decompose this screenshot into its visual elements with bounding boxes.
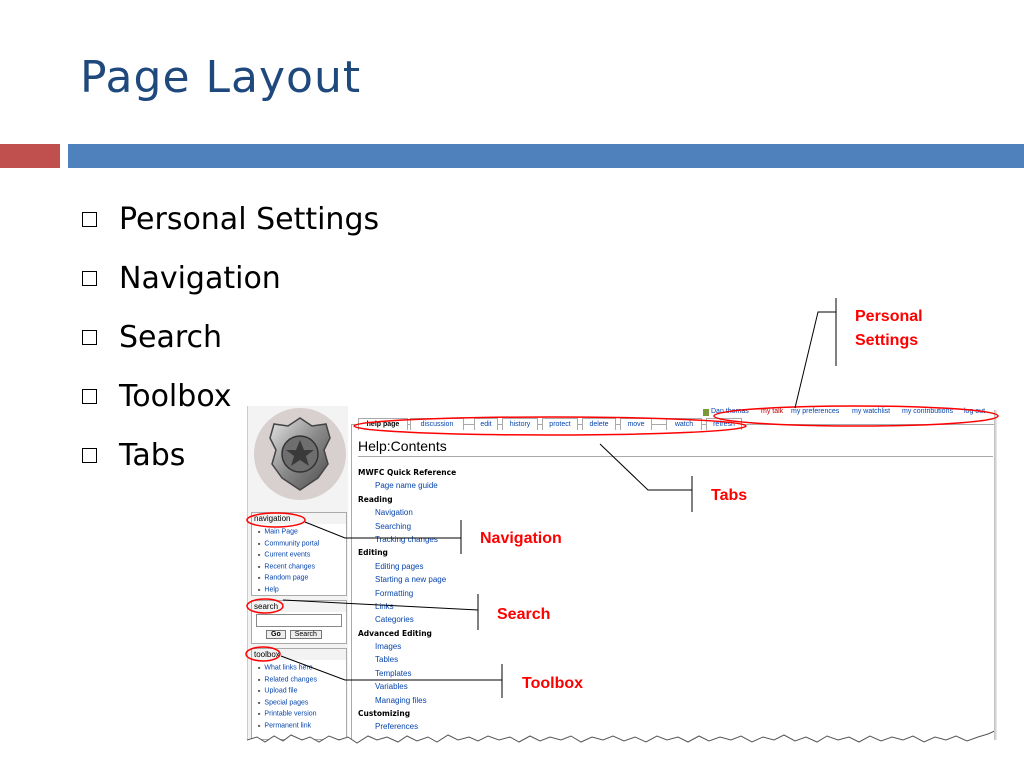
bullet-item: Tabs (82, 426, 379, 485)
personal-link-my-watchlist[interactable]: my watchlist (852, 408, 891, 415)
help-link[interactable]: Page name guide (375, 481, 438, 491)
search-highlight (246, 598, 284, 614)
police-badge-icon (269, 417, 331, 491)
annotation-search: Search (497, 606, 551, 623)
navigation-highlight (246, 512, 306, 528)
tab-watch[interactable]: watch (666, 418, 702, 430)
page-heading: Help:Contents (358, 438, 447, 454)
section-heading: MWFC Quick Reference (358, 468, 457, 477)
annotation-toolbox: Toolbox (522, 675, 584, 692)
personal-settings-highlight (713, 405, 999, 427)
toolbox-link-upload-file[interactable]: Upload file (258, 685, 344, 697)
square-bullet-icon (82, 389, 97, 404)
wiki-content (351, 424, 997, 746)
search-portlet: search Go Search (251, 600, 347, 644)
help-link[interactable]: Links (375, 601, 394, 611)
user-icon (703, 409, 709, 416)
toolbox-link-related-changes[interactable]: Related changes (258, 674, 344, 686)
bullet-list: Personal Settings Navigation Search Tool… (82, 190, 379, 485)
toolbox-link-permanent-link[interactable]: Permanent link (258, 720, 344, 732)
annotation-navigation: Navigation (480, 530, 562, 547)
square-bullet-icon (82, 271, 97, 286)
help-link[interactable]: Images (375, 642, 402, 652)
square-bullet-icon (82, 212, 97, 227)
square-bullet-icon (82, 448, 97, 463)
nav-link-help[interactable]: Help (258, 584, 344, 596)
bullet-text: Personal Settings (119, 201, 380, 237)
toolbox-highlight (245, 646, 281, 662)
personal-link-my-talk[interactable]: my talk (761, 408, 784, 415)
heading-divider (358, 456, 993, 457)
bullet-item: Navigation (82, 249, 379, 308)
nav-link-main-page[interactable]: Main Page (258, 526, 344, 538)
nav-link-community-portal[interactable]: Community portal (258, 538, 344, 550)
wiki-screenshot: navigation Main Page Community portal Cu… (247, 406, 998, 746)
bullet-item: Toolbox (82, 367, 379, 426)
help-link[interactable]: Navigation (375, 508, 413, 518)
help-link[interactable]: Tracking changes (375, 534, 438, 544)
bullet-item: Search (82, 308, 379, 367)
square-bullet-icon (82, 330, 97, 345)
section-heading: Advanced Editing (358, 628, 432, 638)
search-input[interactable] (256, 614, 342, 627)
help-link[interactable]: Managing files (375, 695, 427, 705)
help-link[interactable]: Starting a new page (375, 575, 447, 585)
go-button[interactable]: Go (266, 630, 286, 639)
torn-edge-graphic (247, 728, 999, 768)
tab-edit[interactable]: edit (474, 418, 498, 430)
bullet-text: Tabs (119, 437, 186, 473)
bullet-text: Toolbox (119, 378, 232, 414)
annotation-tabs: Tabs (711, 487, 748, 504)
personal-link-log-out[interactable]: log out (964, 408, 986, 415)
help-link[interactable]: Variables (375, 682, 408, 692)
toolbox-portlet: toolbox What links here Related changes … (251, 648, 347, 740)
search-header: search (252, 601, 346, 612)
section-heading: Customizing (358, 709, 411, 719)
slide-title: Page Layout (80, 52, 362, 103)
help-link[interactable]: Categories (375, 615, 414, 625)
wiki-logo[interactable] (254, 408, 346, 500)
navigation-header: navigation (252, 513, 346, 524)
help-link[interactable]: Editing pages (375, 561, 424, 571)
toolbox-header: toolbox (252, 649, 346, 660)
help-contents-list: MWFC Quick Reference Page name guide Rea… (358, 466, 456, 734)
toolbox-link-special-pages[interactable]: Special pages (258, 697, 344, 709)
help-link[interactable]: Preferences (375, 722, 419, 732)
annotation-personal-settings: Personal Settings (855, 305, 923, 353)
help-link[interactable]: Templates (375, 668, 412, 678)
tabs-highlight (353, 416, 747, 436)
bullet-text: Navigation (119, 260, 281, 296)
nav-link-recent-changes[interactable]: Recent changes (258, 561, 344, 573)
annotation-personal-settings-line1: Personal (855, 308, 923, 325)
personal-link-my-contributions[interactable]: my contributions (902, 408, 953, 415)
annotation-personal-settings-line2: Settings (855, 332, 919, 349)
nav-link-random-page[interactable]: Random page (258, 572, 344, 584)
screenshot-shadow (994, 410, 997, 740)
section-heading: Reading (358, 494, 393, 504)
bullet-item: Personal Settings (82, 190, 379, 249)
tab-protect[interactable]: protect (542, 418, 578, 430)
tab-delete[interactable]: delete (582, 418, 616, 430)
help-link[interactable]: Formatting (375, 588, 414, 598)
title-accent-bar-red (0, 144, 60, 168)
search-button[interactable]: Search (289, 630, 322, 639)
nav-link-current-events[interactable]: Current events (258, 549, 344, 561)
personal-link-my-preferences[interactable]: my preferences (791, 408, 840, 415)
bullet-text: Search (119, 319, 223, 355)
tab-history[interactable]: history (502, 418, 538, 430)
toolbox-link-printable-version[interactable]: Printable version (258, 708, 344, 720)
help-link[interactable]: Searching (375, 521, 412, 531)
help-link[interactable]: Tables (375, 655, 399, 665)
toolbox-link-what-links-here[interactable]: What links here (258, 662, 344, 674)
section-heading: Editing (358, 548, 388, 558)
title-accent-bar-blue (68, 144, 1024, 168)
